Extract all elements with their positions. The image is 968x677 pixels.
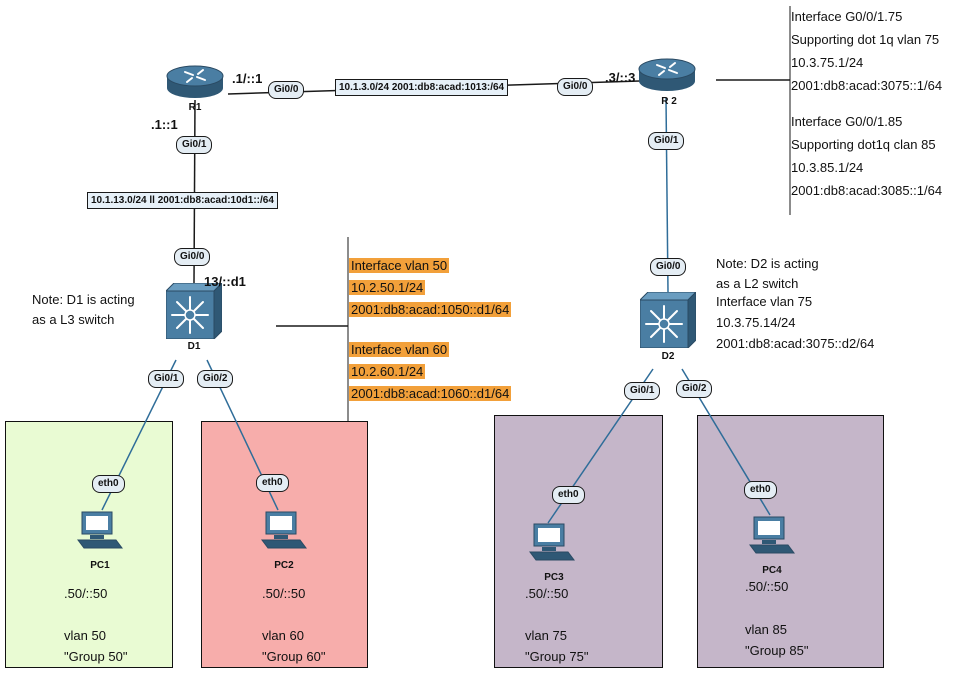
highlighted-text: 2001:db8:acad:1060::d1/64 bbox=[349, 386, 512, 401]
pc2-group: "Group 60" bbox=[262, 649, 326, 664]
d1-gi00-address: 13/::d1 bbox=[204, 274, 246, 289]
r2-gi01-port[interactable]: Gi0/1 bbox=[648, 132, 685, 150]
d2-gi00-port[interactable]: Gi0/0 bbox=[650, 258, 687, 276]
note-line: Interface vlan 50 bbox=[349, 257, 511, 275]
pc3-eth0-port[interactable]: eth0 bbox=[552, 486, 585, 504]
r1-gi01-address: .1::1 bbox=[151, 117, 178, 132]
pc2-vlan: vlan 60 bbox=[262, 628, 304, 643]
note-line: 2001:db8:acad:1050::d1/64 bbox=[349, 301, 512, 319]
d2-vlan75-note: Interface vlan 75 10.3.75.14/24 2001:db8… bbox=[716, 293, 874, 353]
vlan-75-region bbox=[494, 415, 663, 668]
note-line: Interface vlan 60 bbox=[349, 341, 511, 359]
highlighted-text: 10.2.50.1/24 bbox=[349, 280, 426, 295]
pc1-group: "Group 50" bbox=[64, 649, 128, 664]
note-line: Supporting dot 1q vlan 75 bbox=[791, 32, 940, 47]
d2-role-note: Note: D2 is acting as a L2 switch bbox=[716, 255, 819, 293]
r2-label: R 2 bbox=[661, 96, 677, 107]
r1-gi00-address: .1/::1 bbox=[232, 71, 263, 86]
pc2-eth0-port[interactable]: eth0 bbox=[256, 474, 289, 492]
d1-vlan60-note: Interface vlan 60 10.2.60.1/24 2001:db8:… bbox=[349, 341, 512, 403]
r2-gi00-port[interactable]: Gi0/0 bbox=[557, 78, 594, 96]
pc1-vlan: vlan 50 bbox=[64, 628, 106, 643]
note-line: 10.3.75.14/24 bbox=[716, 315, 796, 330]
pc2-address: .50/::50 bbox=[262, 586, 306, 601]
note-line: 10.3.85.1/24 bbox=[791, 160, 864, 175]
pc3-group: "Group 75" bbox=[525, 649, 589, 664]
d1-role-note: Note: D1 is acting as a L3 switch bbox=[32, 291, 135, 329]
d1-vlan50-note: Interface vlan 50 10.2.50.1/24 2001:db8:… bbox=[349, 257, 512, 319]
router-icon[interactable] bbox=[165, 62, 225, 100]
highlighted-text: 10.2.60.1/24 bbox=[349, 364, 426, 379]
d1-gi02-port[interactable]: Gi0/2 bbox=[197, 370, 234, 388]
pc3-address: .50/::50 bbox=[525, 586, 569, 601]
note-line: Interface G0/0/1.75 bbox=[791, 9, 903, 24]
pc-icon[interactable] bbox=[528, 522, 576, 564]
pc2-label: PC2 bbox=[274, 560, 294, 571]
pc4-label: PC4 bbox=[762, 565, 782, 576]
pc-icon[interactable] bbox=[76, 510, 124, 552]
note-line: Note: D1 is acting bbox=[32, 292, 135, 307]
note-line: 2001:db8:acad:3085::1/64 bbox=[791, 183, 943, 198]
pc3-label: PC3 bbox=[544, 572, 564, 583]
d2-gi02-port[interactable]: Gi0/2 bbox=[676, 380, 713, 398]
r1-label: R1 bbox=[188, 102, 202, 113]
note-line: Interface G0/0/1.85 bbox=[791, 114, 903, 129]
note-line: 10.3.75.1/24 bbox=[791, 55, 864, 70]
multilayer-switch-icon[interactable] bbox=[166, 283, 222, 339]
vlan-85-region bbox=[697, 415, 884, 668]
multilayer-switch-icon[interactable] bbox=[640, 292, 696, 348]
note-line: Interface vlan 75 bbox=[716, 294, 813, 309]
note-line: 10.2.50.1/24 bbox=[349, 279, 511, 297]
r2-subinterface-75-note: Interface G0/0/1.75 Supporting dot 1q vl… bbox=[791, 8, 942, 95]
note-line: Supporting dot1q clan 85 bbox=[791, 137, 936, 152]
note-line: 2001:db8:acad:3075::1/64 bbox=[791, 78, 943, 93]
r1-d1-network-label: 10.1.13.0/24 ll 2001:db8:acad:10d1::/64 bbox=[87, 192, 278, 209]
highlighted-text: Interface vlan 50 bbox=[349, 258, 450, 273]
router-icon[interactable] bbox=[637, 55, 697, 93]
pc4-vlan: vlan 85 bbox=[745, 622, 787, 637]
d1-label: D1 bbox=[187, 341, 201, 352]
note-line: 2001:db8:acad:3075::d2/64 bbox=[716, 336, 875, 351]
pc4-address: .50/::50 bbox=[745, 579, 789, 594]
note-line: 2001:db8:acad:1060::d1/64 bbox=[349, 385, 512, 403]
pc1-eth0-port[interactable]: eth0 bbox=[92, 475, 125, 493]
r1-gi00-port[interactable]: Gi0/0 bbox=[268, 81, 305, 99]
note-line: 10.2.60.1/24 bbox=[349, 363, 511, 381]
d2-label: D2 bbox=[661, 351, 675, 362]
pc-icon[interactable] bbox=[260, 510, 308, 552]
d1-gi00-port[interactable]: Gi0/0 bbox=[174, 248, 211, 266]
pc-icon[interactable] bbox=[748, 515, 796, 557]
pc1-label: PC1 bbox=[90, 560, 110, 571]
r1-gi01-port[interactable]: Gi0/1 bbox=[176, 136, 213, 154]
r2-subinterface-85-note: Interface G0/0/1.85 Supporting dot1q cla… bbox=[791, 113, 942, 200]
pc4-eth0-port[interactable]: eth0 bbox=[744, 481, 777, 499]
note-line: as a L2 switch bbox=[716, 276, 799, 291]
note-line: Note: D2 is acting bbox=[716, 256, 819, 271]
pc3-vlan: vlan 75 bbox=[525, 628, 567, 643]
highlighted-text: 2001:db8:acad:1050::d1/64 bbox=[349, 302, 512, 317]
r2-gi00-address: .3/::3 bbox=[605, 70, 636, 85]
r1-r2-network-label: 10.1.3.0/24 2001:db8:acad:1013:/64 bbox=[335, 79, 509, 96]
pc1-address: .50/::50 bbox=[64, 586, 108, 601]
highlighted-text: Interface vlan 60 bbox=[349, 342, 450, 357]
d1-gi01-port[interactable]: Gi0/1 bbox=[148, 370, 185, 388]
note-line: as a L3 switch bbox=[32, 312, 115, 327]
d2-gi01-port[interactable]: Gi0/1 bbox=[624, 382, 661, 400]
pc4-group: "Group 85" bbox=[745, 643, 809, 658]
